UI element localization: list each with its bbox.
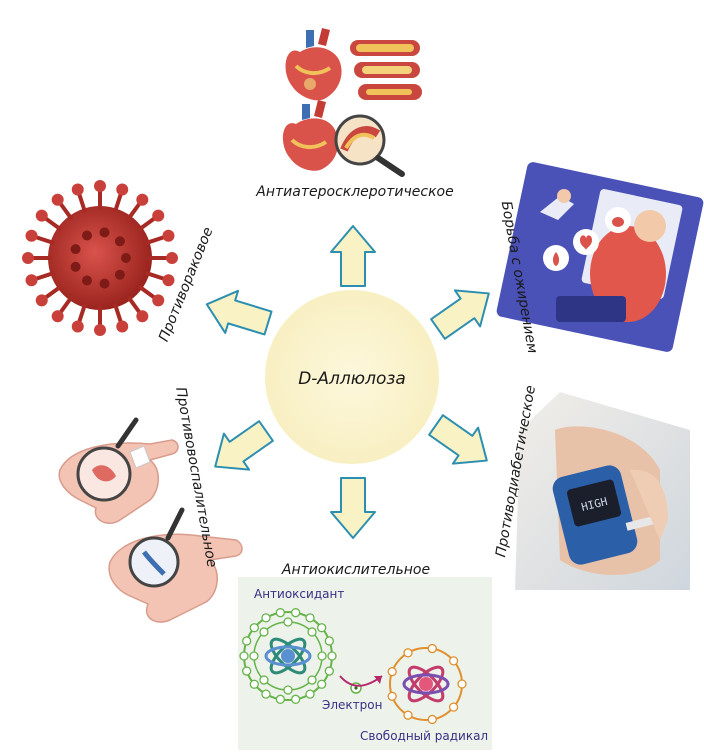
virus-spike-tip — [25, 274, 38, 287]
electron-dot — [327, 651, 337, 661]
free-radical-molecule — [387, 643, 467, 725]
virus-spike-tip — [116, 320, 129, 333]
virus-spike-tip — [94, 180, 106, 192]
virus-spike-tip — [35, 209, 48, 222]
virus-texture-dot — [70, 261, 81, 272]
glucometer-photo: HIGH — [515, 392, 690, 590]
atherosclerosis-illustration — [282, 28, 422, 177]
arrow-lower-left — [214, 420, 274, 471]
virus-texture-dot — [70, 244, 81, 255]
arrow-down — [330, 477, 376, 539]
electron-dot — [283, 685, 293, 695]
electron-dot — [427, 714, 437, 725]
arrow-upper-left — [205, 289, 273, 336]
effect-label-top: Антиатеросклеротическое — [255, 184, 453, 200]
virus-spike-tip — [71, 320, 84, 333]
electron-dot — [242, 666, 252, 676]
arrow-up — [330, 225, 376, 287]
virus-spike-tip — [166, 252, 178, 264]
antioxidant-label: Антиоксидант — [254, 587, 344, 601]
arrow-upper-right — [430, 289, 490, 340]
virus-texture-dot — [114, 269, 125, 280]
electron-dot — [317, 623, 327, 633]
electron-dot — [403, 710, 413, 720]
electron-dot — [448, 656, 459, 666]
virus-spike-tip — [162, 274, 175, 287]
free-radical-label: Свободный радикал — [360, 729, 488, 743]
virus-spike-tip — [136, 193, 149, 206]
electron-dot — [249, 651, 259, 661]
virus-texture-dot — [99, 227, 110, 238]
heart-image-top — [285, 28, 342, 101]
virus-spike-tip — [35, 294, 48, 307]
electron-dot — [305, 689, 315, 699]
virus-texture-dot — [99, 278, 110, 289]
virus-illustration — [22, 180, 178, 336]
electron-dot — [307, 675, 317, 685]
antioxidant-panel: Антиоксидант Электрон Свободный радикал — [238, 577, 492, 750]
electron-transfer-arrow — [339, 675, 383, 694]
electron-dot — [239, 651, 249, 661]
electron-dot — [259, 675, 269, 685]
electron-dot — [317, 651, 327, 661]
inflammation-illustration — [58, 417, 243, 623]
virus-texture-dot — [121, 253, 131, 263]
arrows — [205, 225, 490, 539]
electron-dot — [261, 689, 271, 699]
electron-dot — [387, 691, 397, 701]
electron-dot — [275, 694, 286, 704]
electron-dot — [259, 627, 269, 637]
virus-spike-tip — [162, 229, 175, 242]
virus-texture-dot — [82, 230, 92, 241]
center-label: D-Аллюлоза — [298, 369, 406, 389]
electron-dot — [249, 623, 259, 633]
antioxidant-molecule — [239, 608, 337, 704]
electron-dot — [275, 608, 286, 618]
electron-dot — [242, 636, 252, 646]
electron-dot — [283, 617, 293, 627]
virus-spike-tip — [51, 310, 64, 323]
virus-spike-tip — [116, 183, 129, 196]
glucometer-screen — [566, 479, 622, 527]
virus-spike-tip — [25, 229, 38, 242]
magnifier-icon — [334, 114, 405, 177]
electron-dot — [249, 679, 259, 689]
electron-dot — [305, 613, 315, 623]
electron-dot — [403, 648, 413, 658]
virus-spike-tip — [22, 252, 34, 264]
virus-texture-dot — [114, 236, 125, 247]
virus-spike-tip — [71, 183, 84, 196]
electron-label: Электрон — [322, 698, 382, 712]
obesity-illustration — [496, 162, 704, 352]
electron-dot — [261, 613, 271, 623]
effect-label-bottom: Антиокислительное — [281, 562, 430, 578]
virus-texture-dot — [82, 275, 92, 286]
electron-dot — [324, 666, 334, 676]
electron-dot — [457, 679, 467, 689]
electron-dot — [317, 679, 327, 689]
electron-dot — [324, 636, 334, 646]
electron-dot — [290, 694, 301, 704]
electron-dot — [427, 643, 437, 654]
virus-spike-tip — [152, 209, 165, 222]
virus-spike-tip — [152, 294, 165, 307]
virus-spike-tip — [136, 310, 149, 323]
electron-dot — [307, 627, 317, 637]
center-node: D-Аллюлоза — [265, 290, 439, 464]
hand-image-top — [58, 417, 179, 524]
hand-image-bottom — [108, 507, 243, 623]
electron-dot — [448, 702, 459, 712]
electron-dot — [387, 667, 397, 677]
arrow-lower-right — [428, 414, 488, 465]
heart-image-bottom — [282, 100, 339, 171]
electron-dot — [290, 608, 301, 618]
center-circle — [265, 290, 439, 464]
virus-body — [48, 206, 152, 310]
glucometer-display: HIGH — [580, 495, 609, 514]
virus-spike-tip — [51, 193, 64, 206]
artery-images-top — [350, 40, 422, 100]
virus-spike-tip — [94, 324, 106, 336]
